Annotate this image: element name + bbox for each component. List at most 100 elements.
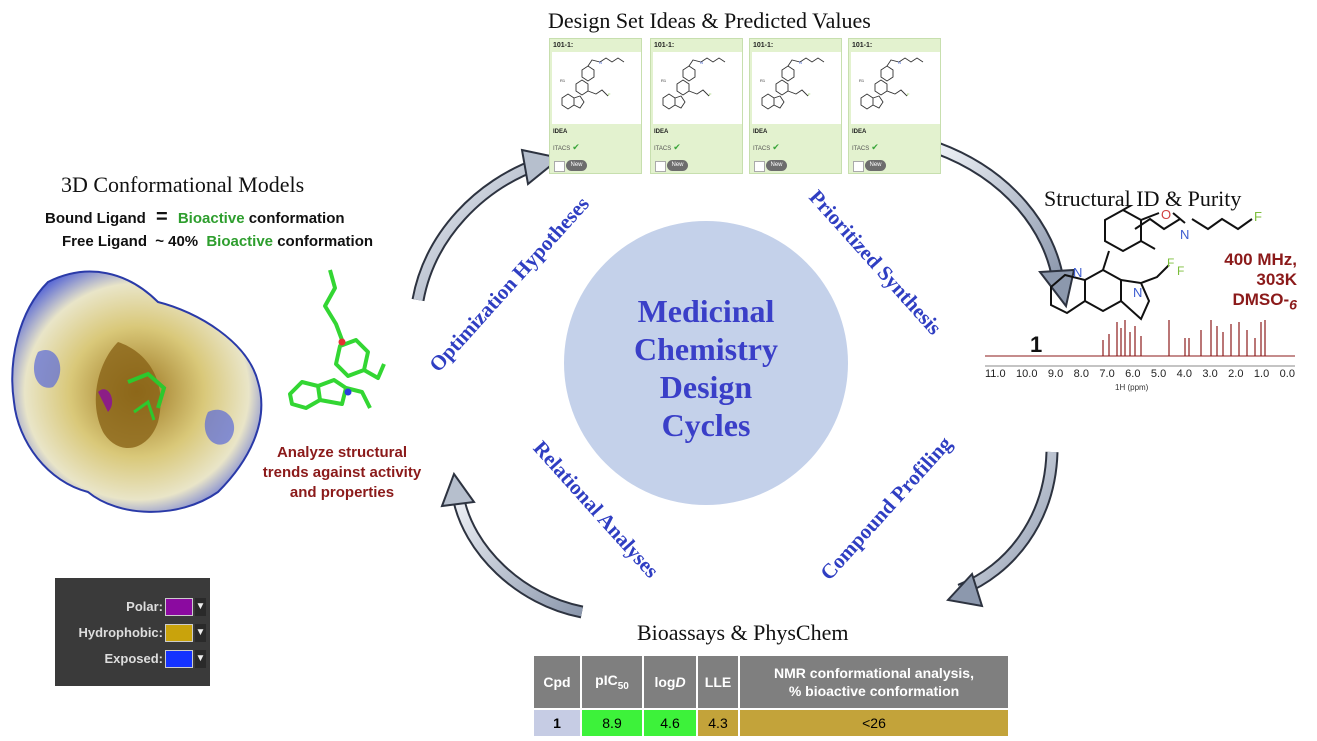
- arrow-prioritized: [934, 141, 1065, 282]
- structural-title: Structural ID & Purity: [1044, 186, 1242, 211]
- center-label-line: Medicinal: [637, 293, 775, 329]
- legend-label: Polar:: [126, 599, 163, 614]
- chevron-down-icon[interactable]: ▼: [195, 650, 206, 668]
- svg-text:N: N: [1073, 265, 1082, 280]
- svg-text:N: N: [1133, 285, 1142, 300]
- card-tool-label: ITACS✔: [553, 142, 580, 153]
- bound-ligand-equals: =: [155, 206, 168, 228]
- nmr-tick: 11.0: [985, 368, 1006, 380]
- card-checkbox[interactable]: [754, 161, 765, 172]
- nmr-tick: 5.0: [1150, 368, 1167, 380]
- analyze-caption: Analyze structural trends against activi…: [262, 443, 422, 503]
- exposed-color-swatch[interactable]: [165, 650, 193, 668]
- polar-color-swatch[interactable]: [165, 598, 193, 616]
- bound-ligand-text: Bound Ligand: [45, 210, 146, 227]
- compound-structure: O N N F F: [1050, 205, 1186, 321]
- card-id: 101-1:: [654, 42, 675, 49]
- chevron-down-icon[interactable]: ▼: [195, 624, 206, 642]
- new-button[interactable]: New: [766, 160, 787, 171]
- ligand-stick-model: [288, 269, 386, 410]
- free-ligand-line: Free Ligand ~ 40% Bioactive conformation: [62, 233, 373, 250]
- cell-cpd: 1: [534, 710, 580, 736]
- free-ligand-suffix: conformation: [277, 233, 374, 250]
- card-checkbox[interactable]: [554, 161, 565, 172]
- fluoro-chain: N F: [1134, 209, 1262, 242]
- card-id: 101-1:: [553, 42, 574, 49]
- solvent-text: DMSO-: [1232, 290, 1290, 309]
- card-idea-label: IDEA: [852, 129, 867, 135]
- bound-ligand-accent: Bioactive: [177, 210, 245, 227]
- svg-text:F: F: [608, 92, 611, 97]
- free-ligand-text: Free Ligand: [62, 233, 148, 250]
- cell-pic50: 8.9: [582, 710, 642, 736]
- nmr-tick: 4.0: [1176, 368, 1192, 380]
- analyze-caption-line: trends against activity: [262, 464, 422, 481]
- card-id: 101-1:: [753, 42, 774, 49]
- center-label: Medicinal Chemistry Design Cycles: [564, 292, 848, 444]
- new-button[interactable]: New: [865, 160, 886, 171]
- nmr-tick: 1.0: [1253, 368, 1270, 380]
- new-button[interactable]: New: [667, 160, 688, 171]
- bioassays-title: Bioassays & PhysChem: [637, 620, 849, 645]
- surface-legend-panel: Polar: ▼ Hydrophobic: ▼ Exposed: ▼: [55, 578, 210, 686]
- legend-label: Exposed:: [104, 651, 163, 666]
- nmr-spectrum: [985, 320, 1295, 367]
- card-tool-label: ITACS✔: [753, 142, 780, 153]
- card-checkbox[interactable]: [853, 161, 864, 172]
- column-header-logd: logD: [644, 656, 696, 708]
- column-header-pic50: pIC50: [582, 656, 642, 708]
- analyze-caption-line: and properties: [289, 484, 395, 501]
- nmr-tick: 7.0: [1099, 368, 1115, 380]
- idea-card[interactable]: 101-1: R1 N F IDEA ITACS✔ New: [650, 38, 743, 174]
- card-idea-label: IDEA: [654, 129, 669, 135]
- nmr-tick: 0.0: [1279, 368, 1295, 380]
- column-header-cpd: Cpd: [534, 656, 580, 708]
- hydrophobic-color-swatch[interactable]: [165, 624, 193, 642]
- svg-text:R1: R1: [859, 78, 865, 83]
- solvent-subscript: 6: [1289, 297, 1297, 314]
- analyze-caption-line: Analyze structural: [276, 444, 408, 461]
- check-icon: ✔: [772, 142, 780, 152]
- svg-text:N: N: [700, 60, 703, 65]
- svg-text:F: F: [907, 92, 910, 97]
- center-circle: [564, 221, 848, 505]
- arrow-relational: [451, 494, 584, 619]
- free-ligand-percent: ~ 40%: [155, 233, 199, 250]
- center-label-line: Design: [659, 369, 753, 405]
- card-idea-label: IDEA: [553, 129, 568, 135]
- cell-logd: 4.6: [644, 710, 696, 736]
- free-ligand-accent: Bioactive: [206, 233, 274, 250]
- svg-text:F: F: [709, 92, 712, 97]
- molecule-sketch: R1 N F: [653, 52, 742, 124]
- card-idea-label: IDEA: [753, 129, 768, 135]
- card-checkbox[interactable]: [655, 161, 666, 172]
- cell-nmr: <26: [740, 710, 1008, 736]
- column-header-lle: LLE: [698, 656, 738, 708]
- check-icon: ✔: [673, 142, 681, 152]
- svg-text:R1: R1: [661, 78, 667, 83]
- svg-text:O: O: [1161, 207, 1171, 222]
- nmr-conditions: 400 MHz, 303K DMSO-6: [1187, 250, 1297, 313]
- check-icon: ✔: [572, 142, 580, 152]
- svg-text:F: F: [1177, 264, 1184, 278]
- svg-text:R1: R1: [760, 78, 766, 83]
- card-tool-text: ITACS: [654, 146, 672, 152]
- legend-row-polar: Polar: ▼: [55, 594, 210, 620]
- svg-text:R1: R1: [560, 78, 566, 83]
- center-label-line: Chemistry: [634, 331, 778, 367]
- molecule-sketch: R1 N F: [552, 52, 641, 124]
- nmr-axis-label: 1H (ppm): [1115, 383, 1149, 392]
- legend-row-exposed: Exposed: ▼: [55, 646, 210, 672]
- bound-ligand-suffix: conformation: [248, 210, 345, 227]
- idea-card[interactable]: 101-1: R1 N F IDEA ITACS✔ New: [549, 38, 642, 174]
- chevron-down-icon[interactable]: ▼: [195, 598, 206, 616]
- nmr-conditions-line1: 400 MHz, 303K: [1224, 250, 1297, 289]
- new-button[interactable]: New: [566, 160, 587, 171]
- nmr-tick: 9.0: [1047, 368, 1064, 380]
- nmr-tick: 2.0: [1228, 368, 1244, 380]
- svg-text:N: N: [599, 60, 602, 65]
